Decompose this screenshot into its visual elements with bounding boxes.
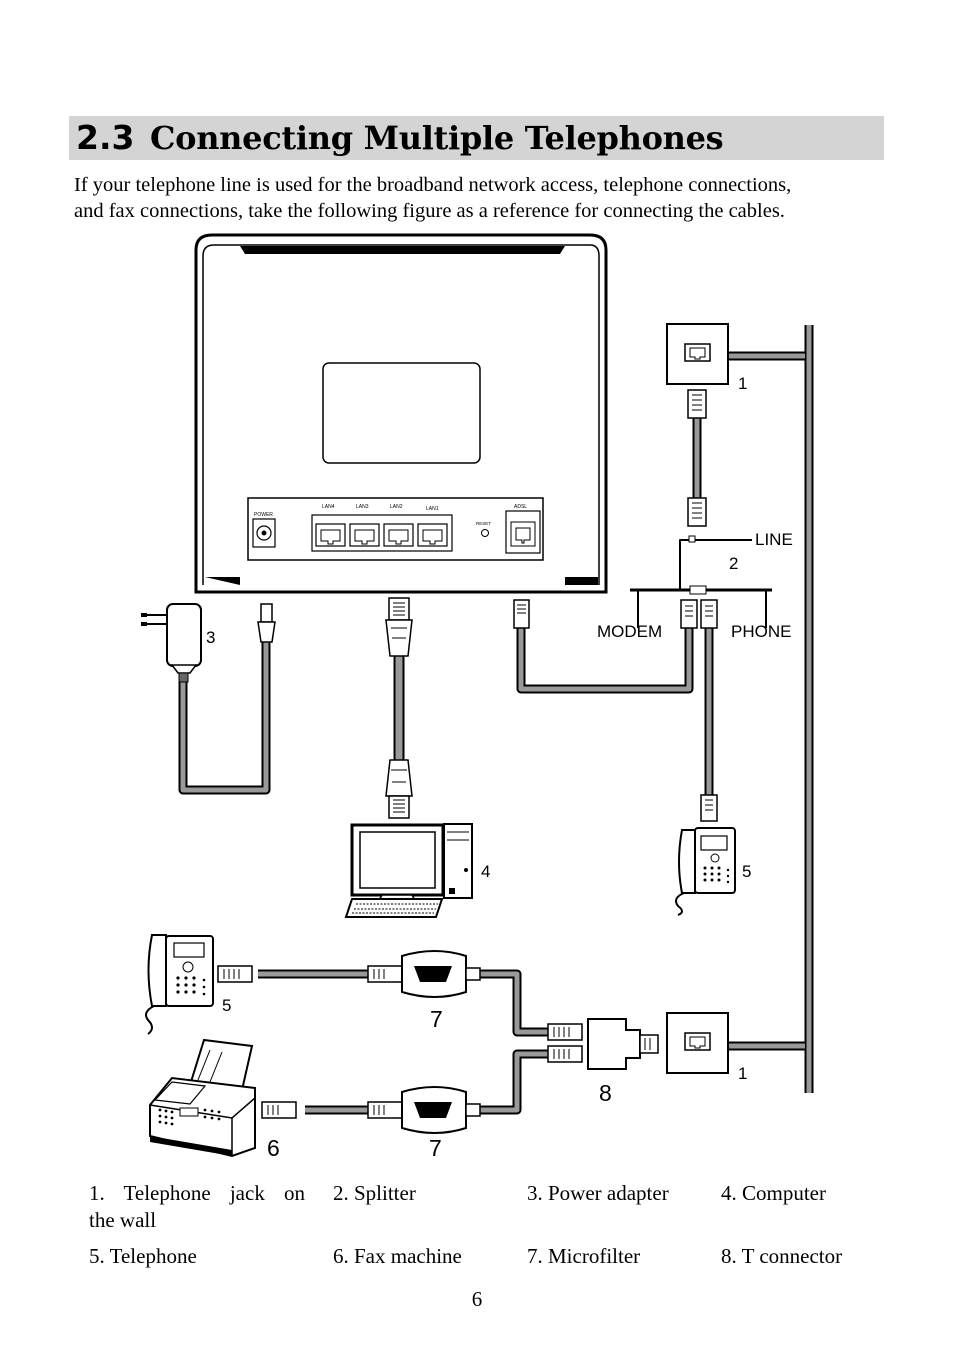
- lan2-port: [383, 523, 414, 547]
- splitter: [630, 535, 772, 629]
- microfilter-bottom: [367, 1086, 481, 1134]
- callout-microfilter-top: 7: [430, 1006, 443, 1032]
- legend-item-telephone-jack: 1. Telephone jack on the wall: [89, 1180, 305, 1234]
- legend-item-splitter: 2. Splitter: [333, 1181, 416, 1205]
- adsl-label: ADSL: [514, 504, 527, 510]
- lan1-label: LAN1: [426, 506, 439, 512]
- line-plug-top: [687, 389, 707, 419]
- fax-machine: [149, 1038, 256, 1158]
- intro-paragraph: If your telephone line is used for the b…: [74, 172, 886, 224]
- callout-telephone-right: 5: [742, 862, 751, 881]
- line-plug-bottom: [687, 497, 707, 527]
- router: POWER LAN4 LAN3 LAN2 LAN1 RESET ADSL: [194, 233, 608, 594]
- splitter-modem-label: MODEM: [597, 622, 662, 641]
- lan2-label: LAN2: [390, 504, 403, 510]
- splitter-line-label: LINE: [755, 530, 793, 549]
- callout-computer: 4: [481, 862, 490, 881]
- legend-item-1-line-1: 1. Telephone jack on: [89, 1181, 305, 1205]
- computer: [344, 823, 473, 918]
- wall-jack-bottom: [666, 1012, 729, 1074]
- lan4-label: LAN4: [322, 504, 335, 510]
- router-label-plate: [322, 362, 481, 464]
- microfilter-top: [367, 950, 481, 998]
- legend-item-telephone: 5. Telephone: [89, 1244, 197, 1268]
- adsl-plug: [513, 599, 530, 629]
- lan4-port: [315, 523, 346, 547]
- legend-item-microfilter: 7. Microfilter: [527, 1244, 641, 1268]
- lan3-label: LAN3: [356, 504, 369, 510]
- legend-item-computer: 4. Computer: [721, 1181, 826, 1205]
- callout-power-adapter: 3: [206, 628, 215, 647]
- power-adapter: [141, 603, 276, 683]
- page-number: 6: [471, 1287, 483, 1311]
- lan3-port: [349, 523, 380, 547]
- fax-plug: [261, 1101, 297, 1119]
- intro-line-1: If your telephone line is used for the b…: [74, 174, 792, 196]
- lan-plug-bottom: [385, 759, 413, 819]
- callout-jack-bottom: 1: [738, 1064, 747, 1083]
- legend-item-power-adapter: 3. Power adapter: [527, 1181, 669, 1205]
- phone-plug-left: [217, 965, 253, 983]
- telephone-left: [145, 934, 214, 1035]
- callout-fax: 6: [267, 1135, 280, 1161]
- wall-jack-top: [666, 323, 729, 385]
- power-port-label: POWER: [254, 512, 273, 518]
- figure-labels: 1 LINE 2 MODEM PHONE 3 4 5 5 1 7 8 6 7: [206, 374, 793, 1161]
- intro-line-2: and fax connections, take the following …: [74, 200, 785, 222]
- lan1-port: [417, 523, 448, 547]
- callout-splitter: 2: [729, 554, 738, 573]
- section-number: 2.3: [76, 118, 135, 157]
- legend-item-t-connector: 8. T connector: [721, 1244, 843, 1268]
- cables: [178, 325, 814, 1115]
- telephone-right: [675, 827, 736, 916]
- t-connector: [547, 1018, 659, 1070]
- lan-plug-top: [385, 597, 413, 657]
- reset-label: RESET: [476, 521, 491, 526]
- callout-telephone-left: 5: [222, 996, 231, 1015]
- section-heading-bar: [69, 116, 884, 160]
- callout-t-connector: 8: [599, 1080, 612, 1106]
- section-title: Connecting Multiple Telephones: [150, 119, 724, 157]
- callout-jack-top: 1: [738, 374, 747, 393]
- callout-microfilter-bottom: 7: [429, 1135, 442, 1161]
- splitter-phone-label: PHONE: [731, 622, 791, 641]
- legend-item-fax-machine: 6. Fax machine: [333, 1244, 462, 1268]
- reset-button: [481, 529, 489, 537]
- phone-plug-right: [700, 794, 718, 822]
- router-port-panel: [247, 497, 544, 561]
- legend-item-1-line-2: the wall: [89, 1208, 157, 1232]
